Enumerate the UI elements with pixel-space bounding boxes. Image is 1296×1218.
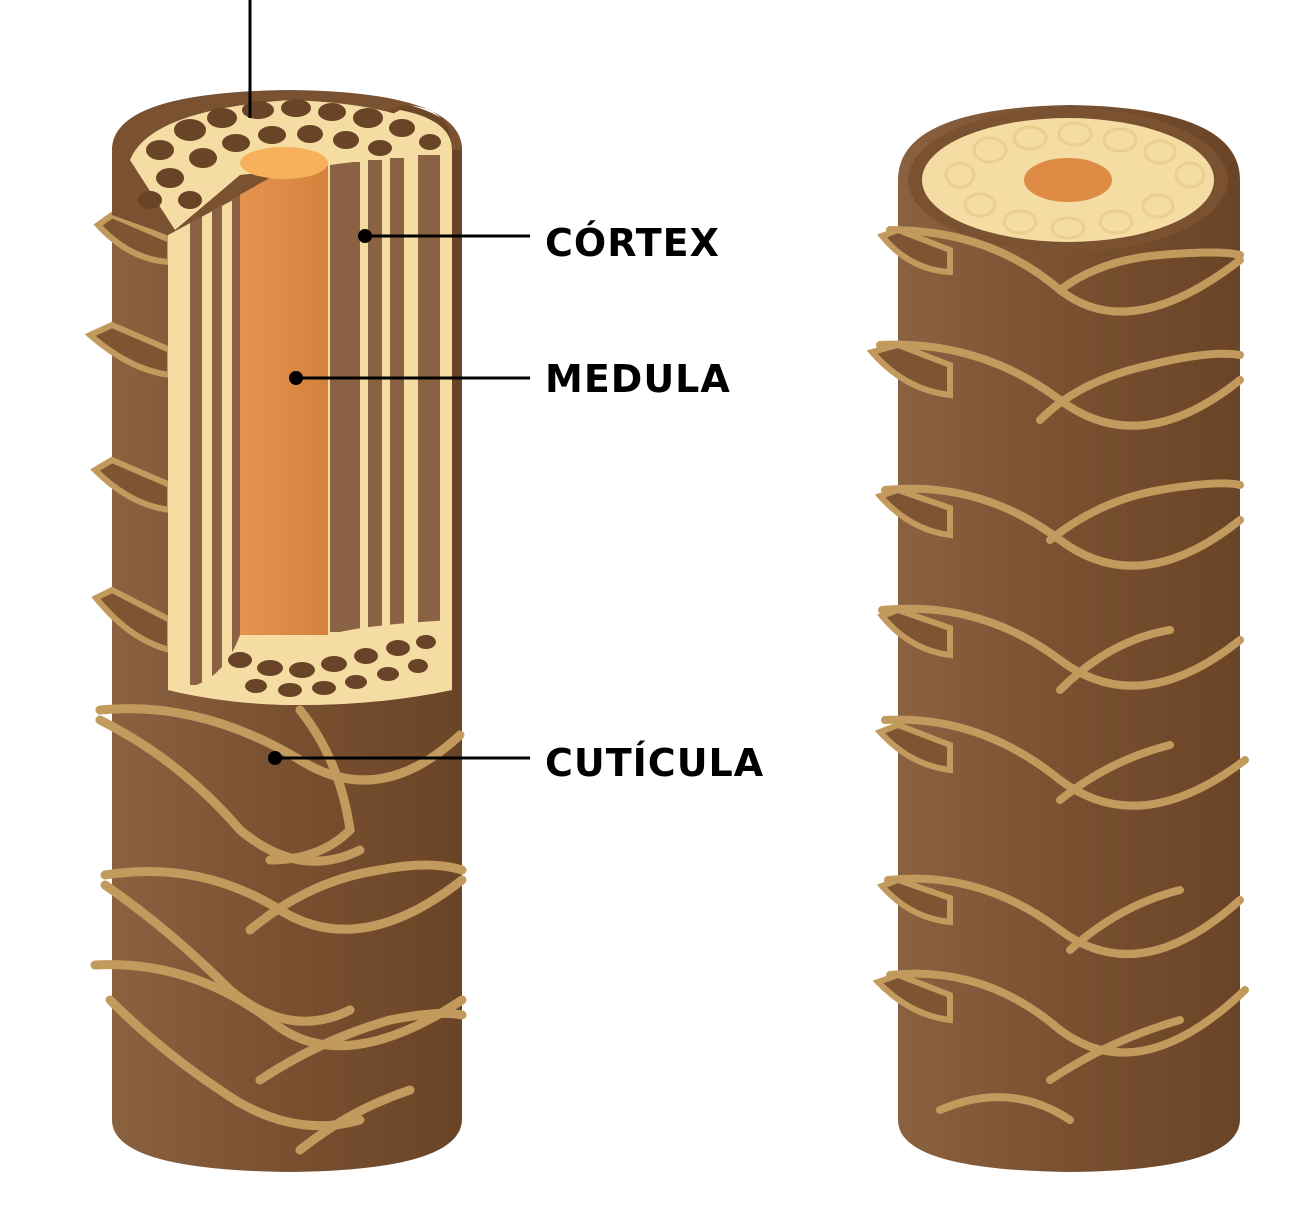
top-cross-section-left [112,90,462,235]
medulla-cross-section [1024,158,1112,202]
bottom-cross-section-left [168,620,452,705]
medula-label: MEDULA [545,357,731,401]
cuticle-scales-right [876,226,1249,1124]
cuticula-label: CUTÍCULA [545,741,765,785]
cortex-label: CÓRTEX [545,221,720,265]
cuticle-body-right [898,105,1240,1172]
cortex-cells-right [944,121,1206,240]
cuticle-scales-left [90,704,467,1155]
cutaway-hair-strand [84,90,467,1172]
cuticle-scale-tips-right [866,226,953,1024]
cortex-fibers [190,155,440,685]
medulla-core [240,147,328,649]
intact-hair-strand [866,105,1249,1172]
leader-lines [248,0,530,765]
